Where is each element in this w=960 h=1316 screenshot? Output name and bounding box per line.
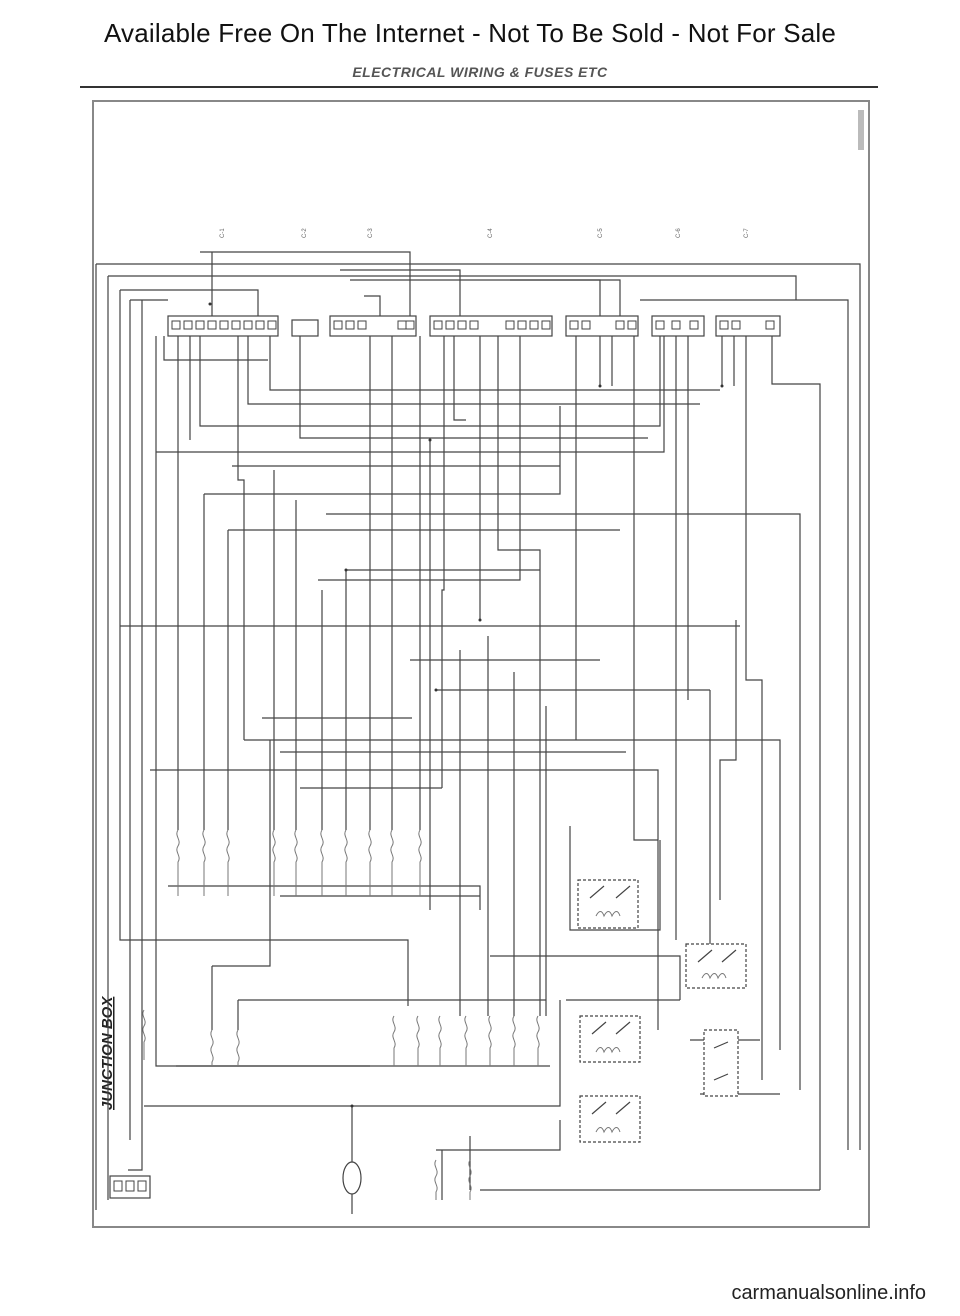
connector-pins (171, 320, 775, 330)
fuse (416, 1015, 420, 1066)
fuse (236, 1029, 240, 1066)
relay (579, 1095, 641, 1143)
bottom-left-connector (109, 1175, 151, 1199)
header-rule (80, 86, 878, 88)
connector-label: C-5 (598, 228, 604, 238)
connector-label: C-3 (368, 228, 374, 238)
fuse (464, 1015, 468, 1066)
fuse (468, 1159, 472, 1200)
fuse (142, 1009, 146, 1060)
fuse (512, 1015, 516, 1066)
connector-block (291, 319, 319, 337)
relays (577, 879, 747, 1143)
connector-label: C-6 (676, 228, 682, 238)
fuse (438, 1015, 442, 1066)
connector-label: C-2 (302, 228, 308, 238)
fuse (392, 1015, 396, 1066)
fuse (390, 829, 394, 896)
connector-label: C-4 (488, 228, 494, 238)
fuse (320, 829, 324, 896)
fuse (344, 829, 348, 896)
relay (577, 879, 639, 929)
banner-text: Available Free On The Internet - Not To … (103, 18, 837, 48)
diagram-frame (92, 100, 870, 1228)
section-title: ELECTRICAL WIRING & FUSES ETC (352, 64, 608, 80)
fuse (418, 829, 422, 896)
watermark-text: carmanualsonline.info (731, 1282, 926, 1304)
wire-network (95, 251, 861, 1214)
fuse (434, 1159, 438, 1200)
connector-label: C-1 (220, 228, 226, 238)
flasher-component (342, 1161, 362, 1195)
switch-component (703, 1029, 739, 1097)
fuse (294, 829, 298, 896)
relay (579, 1015, 641, 1063)
connector-label: C-7 (744, 228, 750, 238)
page-ref-mark (858, 110, 864, 150)
fuse (488, 1015, 492, 1066)
fuse (272, 829, 276, 896)
fuse (536, 1015, 540, 1066)
fuse (368, 829, 372, 896)
fuse (226, 829, 230, 896)
fuse (210, 1029, 214, 1066)
fuse (202, 829, 206, 896)
lower-fuse-row (142, 1009, 540, 1200)
connector-id-labels: C-1 C-2 C-3 C-4 C-5 C-6 C-7 (220, 228, 750, 238)
relay (685, 943, 747, 989)
fuse (176, 829, 180, 896)
upper-fuse-row (176, 829, 422, 896)
